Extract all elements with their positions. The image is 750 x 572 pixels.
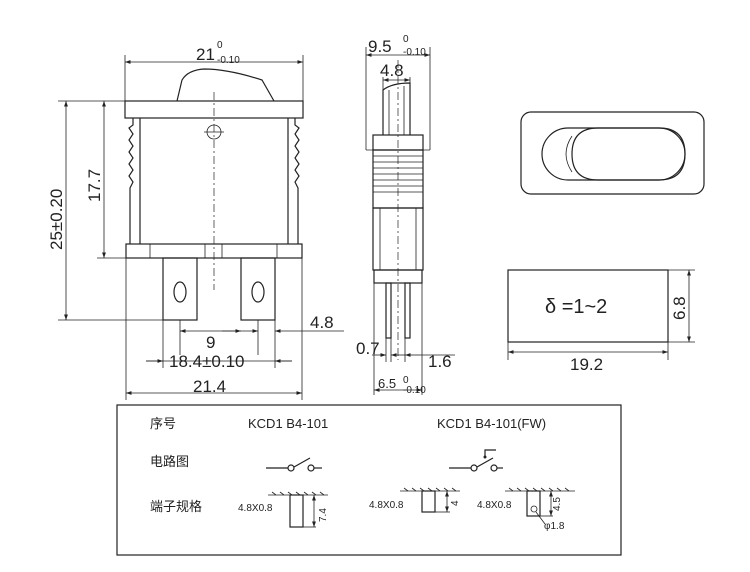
terminal-spec-2: 4.8X0.8 4	[369, 487, 461, 513]
term1-length: 7.4	[318, 508, 329, 522]
dim-terminal-pitch: 9	[206, 333, 215, 352]
table-model-1: KCD1 B4-101	[248, 416, 328, 431]
circuit-symbol-1	[266, 457, 322, 472]
circuit-symbol-2	[449, 449, 503, 472]
rocker-outline	[520, 111, 705, 195]
cutout-rect	[507, 269, 669, 343]
terminal-right	[240, 257, 276, 321]
spec-table: 序号 KCD1 B4-101 KCD1 B4-101(FW) 电路图 端子规格	[116, 404, 622, 556]
cutout-height: 6.8	[670, 296, 689, 320]
dim-width-tol-upper: 0	[217, 40, 223, 51]
term2-length: 4	[450, 500, 461, 506]
panel-cutout: δ =1~2 19.2 6.8	[507, 269, 695, 374]
table-row-terminal: 端子规格	[150, 499, 202, 515]
side-view-dimensions: 9.5 0 -0.10 4.8 0.7 1.6 6.5 0 -0.10	[356, 34, 452, 396]
dim-height-total: 25±0.20	[47, 189, 66, 250]
front-view-dimensions: 21 0 -0.10 25±0.20 17.7 9 4.8 18.4±0.10 …	[47, 40, 334, 396]
term3-size: 4.8X0.8	[477, 500, 512, 511]
dim-pin-thickness: 0.7	[356, 339, 380, 358]
table-model-2: KCD1 B4-101(FW)	[437, 416, 546, 431]
dim-width-main: 21	[196, 45, 215, 64]
term3-hole: φ1.8	[544, 521, 565, 532]
side-view	[365, 47, 455, 395]
terminal-spec-3: 4.8X0.8 4.5 φ1.8	[477, 487, 575, 532]
dim-side-width: 9.5	[368, 37, 392, 56]
dim-height-body: 17.7	[85, 169, 104, 202]
table-header-label: 序号	[150, 417, 176, 432]
cutout-thickness-label: δ =1~2	[545, 296, 607, 318]
dim-side-tol-upper: 0	[403, 34, 409, 45]
dim-side-tol-lower: -0.10	[403, 47, 426, 58]
table-border	[116, 404, 622, 556]
dim-terminal-width: 4.8	[310, 313, 334, 332]
term1-size: 4.8X0.8	[238, 503, 273, 514]
dim-rocker-width: 4.8	[380, 61, 404, 80]
term2-size: 4.8X0.8	[369, 500, 404, 511]
terminal-left	[162, 257, 198, 321]
dim-width-tol-lower: -0.10	[217, 55, 240, 66]
rocker-top-view	[520, 111, 705, 195]
dim-pin-gap: 1.6	[428, 352, 452, 371]
cutout-width: 19.2	[570, 355, 603, 374]
dim-base-tol-upper: 0	[403, 375, 409, 386]
term3-length: 4.5	[552, 497, 563, 511]
front-view	[58, 55, 344, 400]
switch-flange	[124, 100, 304, 119]
dim-overall-width: 21.4	[193, 377, 226, 396]
dim-base-width: 6.5	[378, 376, 396, 391]
dim-base-tol-lower: -0.10	[403, 385, 426, 396]
terminal-spec-1: 4.8X0.8 7.4	[238, 491, 329, 528]
dim-terminal-span: 18.4±0.10	[169, 352, 245, 371]
table-row-circuit: 电路图	[150, 454, 189, 470]
